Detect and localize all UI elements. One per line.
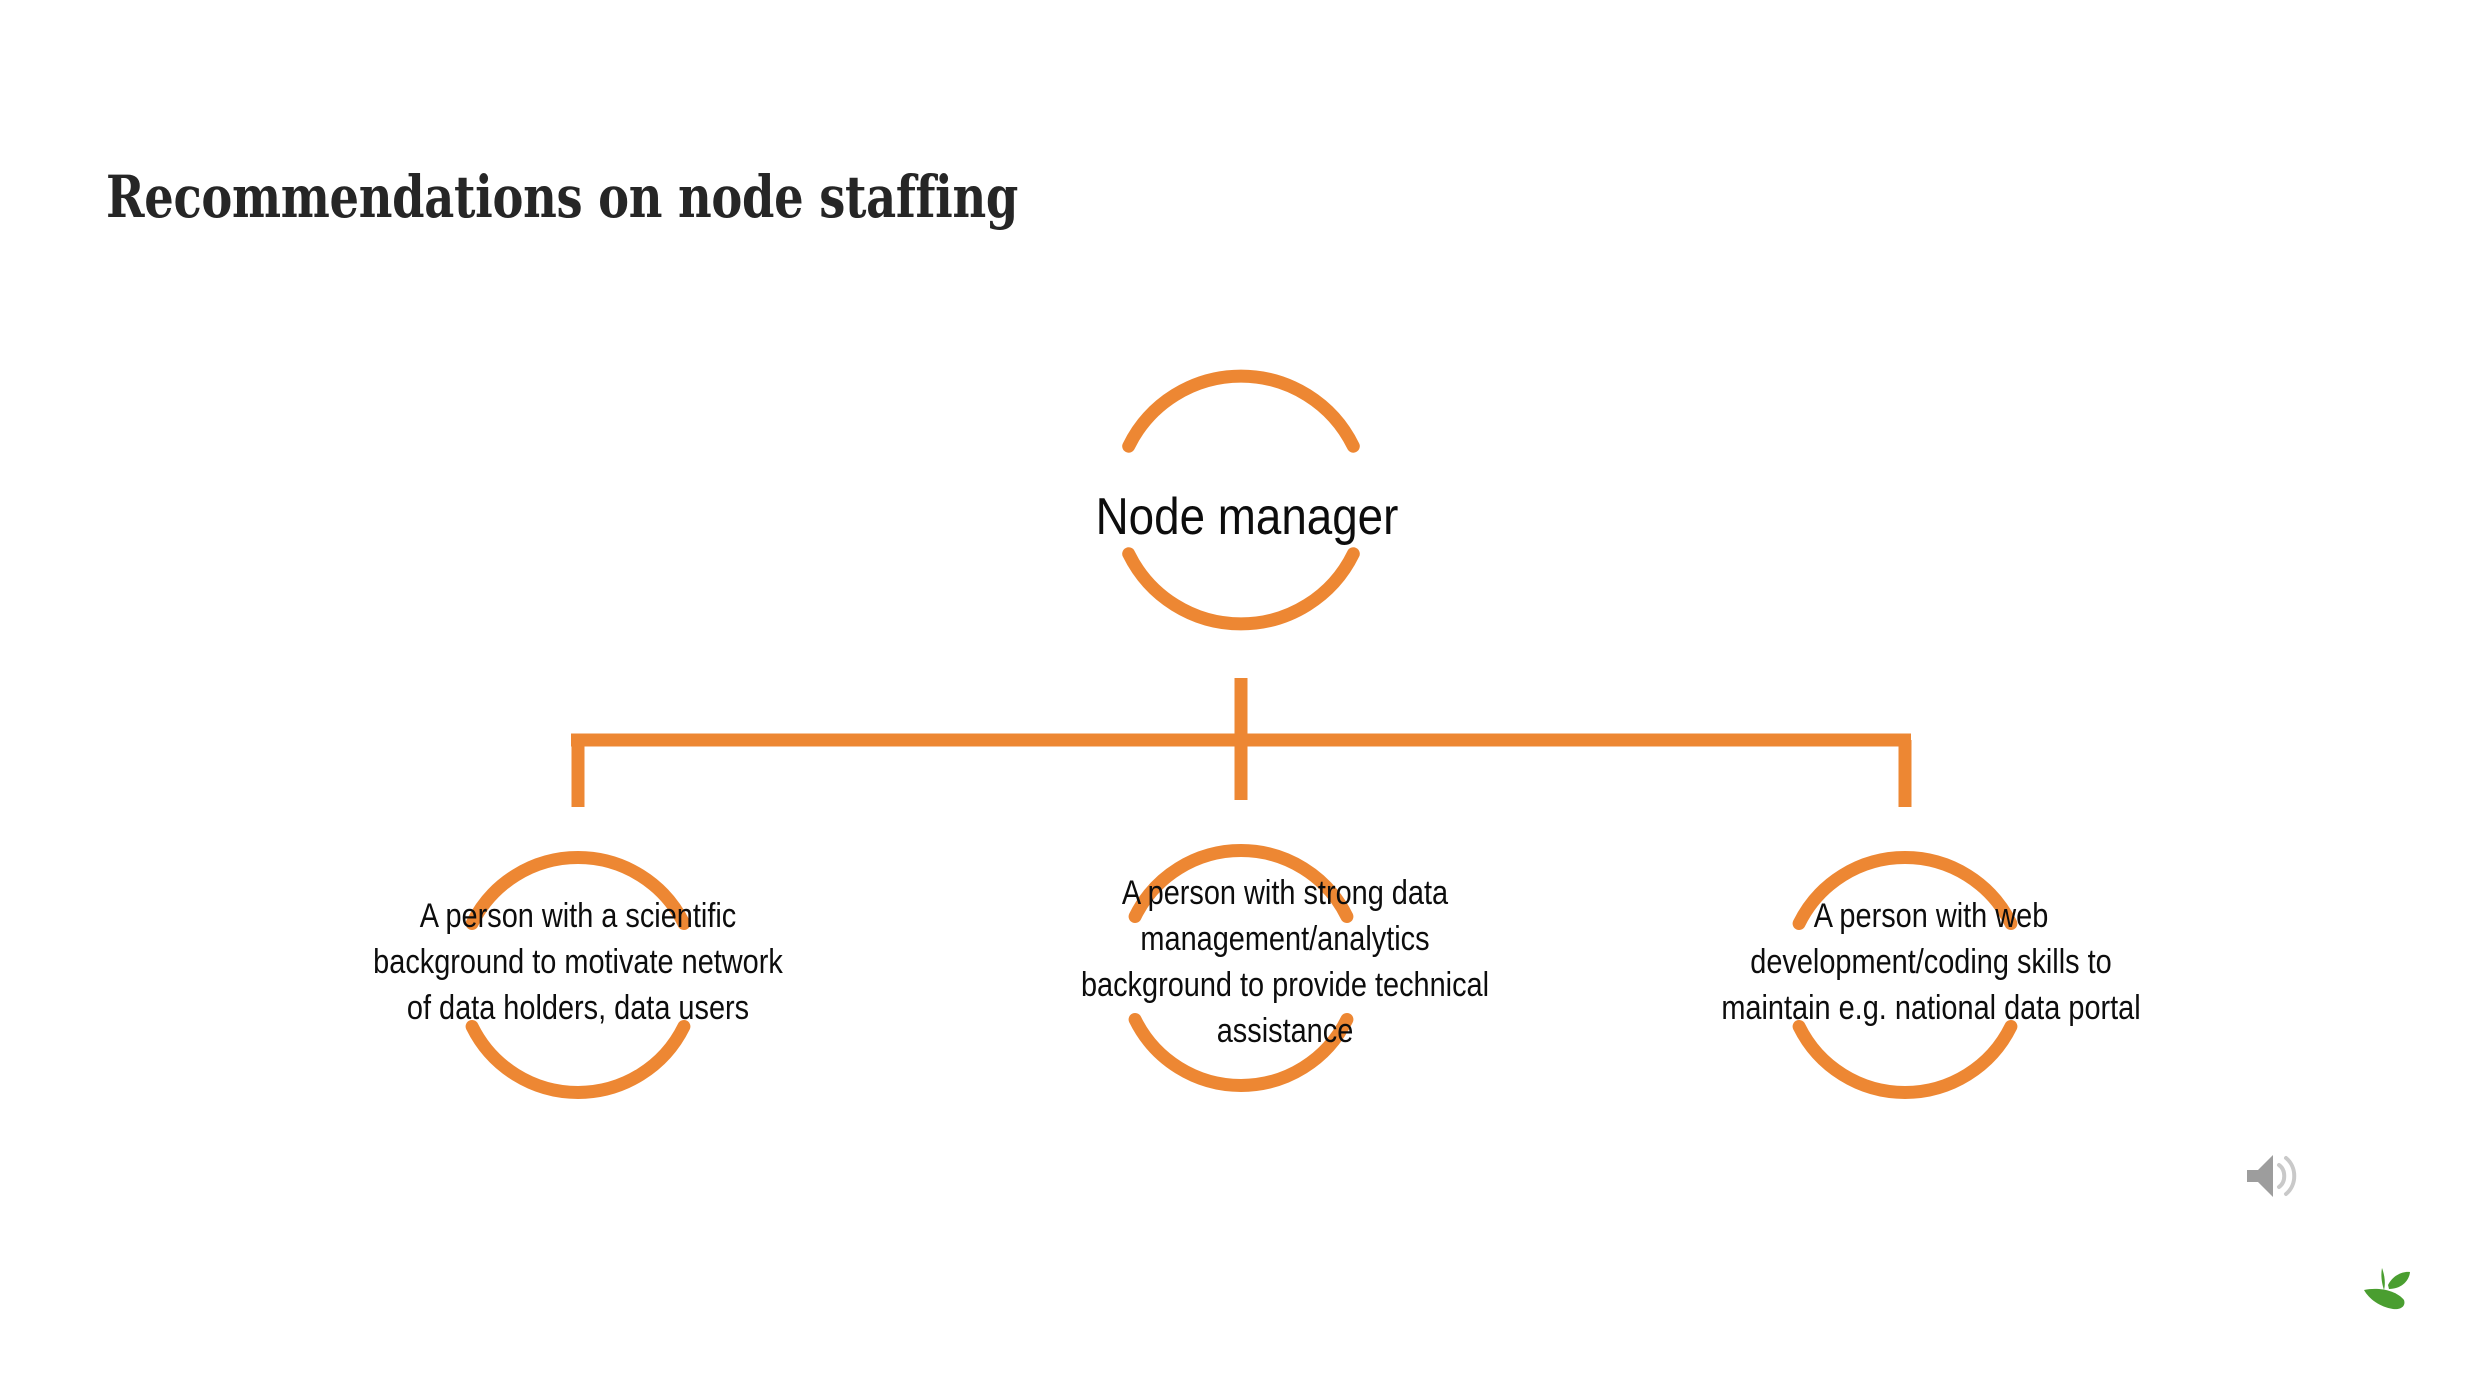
node-label-data-management: A person with strong data management/ana… [1080,874,1490,1050]
page-title: Recommendations on node staffing [106,163,1019,231]
web-development-bottom-arc [1792,1020,2018,1099]
sprout-leaf-lower [2364,1288,2405,1310]
node-shape-web-development[interactable] [1792,851,2018,1099]
node-label-scientific-background: A person with a scientific background to… [373,897,783,1027]
sprout-shoot [2381,1268,2385,1290]
sprout-leaf-upper [2388,1271,2410,1289]
node-label-node-manager: Node manager [1095,488,1399,546]
node-manager-top-arc [1122,369,1360,453]
green-sprout-logo [2364,1268,2410,1310]
scientific-background-bottom-arc [465,1020,691,1099]
web-development-top-arc [1792,851,2018,930]
node-shape-data-management[interactable] [1128,844,1354,1092]
connector-lines [571,678,1912,807]
speaker-body [2247,1155,2273,1197]
data-management-top-arc [1128,844,1354,923]
node-manager-bottom-arc [1122,547,1360,631]
data-management-bottom-arc [1128,1013,1354,1092]
speaker-waves [2277,1156,2297,1196]
node-shape-scientific-background[interactable] [465,851,691,1099]
speaker-audio-icon[interactable] [2243,1148,2307,1210]
node-shape-node-manager[interactable] [1122,369,1360,631]
node-label-web-development: A person with web development/coding ski… [1721,897,2141,1027]
scientific-background-top-arc [465,851,691,930]
